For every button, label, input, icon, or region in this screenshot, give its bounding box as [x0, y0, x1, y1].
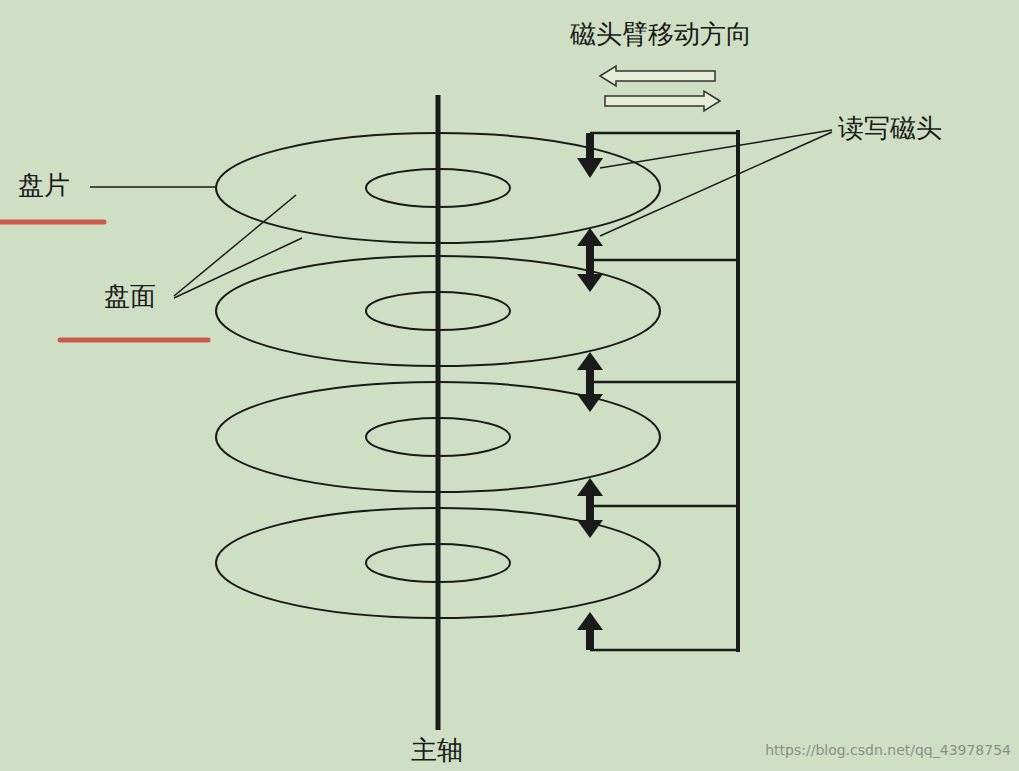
read-write-heads	[577, 133, 603, 650]
platters	[216, 95, 660, 730]
head-tip	[577, 478, 603, 496]
platter	[216, 382, 660, 492]
head-tip	[577, 228, 603, 246]
platter-hole	[366, 169, 510, 207]
head-arm	[590, 130, 738, 652]
move-arrows	[600, 66, 720, 111]
head-tip	[577, 274, 603, 292]
leader-line	[600, 132, 832, 236]
arm-branch	[590, 505, 738, 508]
platter	[216, 133, 660, 243]
spindle-line	[436, 95, 441, 730]
left-arrow	[600, 66, 715, 86]
right-arrow	[605, 91, 720, 111]
leader-line	[174, 238, 302, 298]
platter-hole	[366, 544, 510, 582]
platter	[216, 508, 660, 618]
arm-branch	[590, 649, 738, 652]
part-label: 主轴	[411, 736, 463, 766]
head-tip	[577, 394, 603, 412]
highlight-underlines	[0, 222, 208, 340]
head-tip	[577, 158, 603, 178]
head-tip	[577, 612, 603, 630]
direction-label: 磁头臂移动方向	[570, 20, 752, 50]
arm-post	[736, 130, 740, 652]
underline	[60, 338, 208, 343]
part-label: 盘片	[18, 171, 70, 201]
head-shaft	[586, 133, 594, 161]
watermark: https://blog.csdn.net/qq_43978754	[765, 742, 1011, 758]
part-label: 读写磁头	[838, 114, 942, 144]
arm-branch	[590, 381, 738, 384]
platter-hole	[366, 418, 510, 456]
platter-hole	[366, 292, 510, 330]
head-tip	[577, 352, 603, 370]
arm-branch	[590, 259, 738, 262]
leader-line	[600, 130, 832, 168]
leader-line	[174, 195, 296, 296]
leader-lines	[90, 130, 832, 298]
head-tip	[577, 520, 603, 538]
leader-line	[90, 186, 216, 188]
part-label: 盘面	[104, 282, 156, 312]
underline	[0, 220, 104, 225]
arm-branch	[590, 132, 738, 135]
